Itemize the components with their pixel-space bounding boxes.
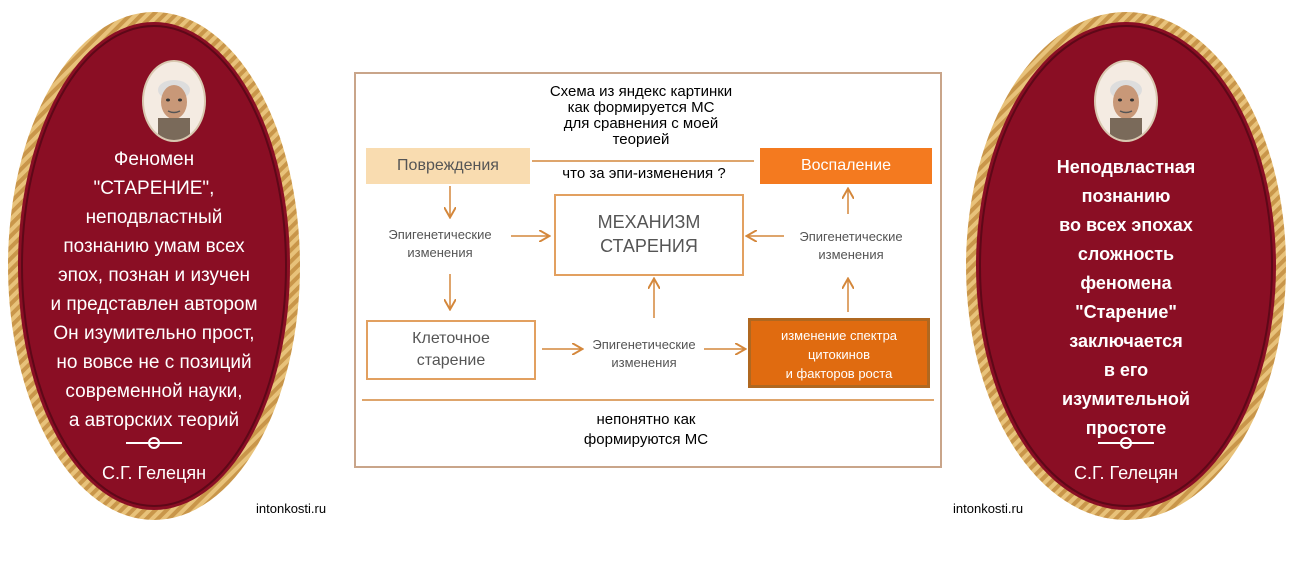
epi-label-right: Эпигенетические изменения	[776, 228, 926, 264]
left-medal: Феномен "СТАРЕНИЕ", неподвластный познан…	[4, 8, 304, 528]
ornament-icon	[126, 437, 182, 449]
ornament-icon	[1098, 437, 1154, 449]
mechanism-text: СТАРЕНИЯ	[600, 236, 698, 256]
diagram-arrows	[362, 160, 934, 401]
left-site-link[interactable]: intonkosti.ru	[256, 501, 327, 516]
left-line: "СТАРЕНИЕ",	[93, 178, 215, 199]
right-medal-text: Неподвластная познанию во всех эпохах сл…	[962, 153, 1290, 443]
inflammation-box: Воспаление	[760, 148, 932, 184]
right-line: простоте	[1085, 418, 1167, 438]
footer-note-line: непонятно как	[596, 411, 696, 428]
right-medal: Неподвластная познанию во всех эпохах сл…	[962, 8, 1290, 528]
epi-text: изменения	[818, 247, 884, 262]
cell-aging-text: старение	[416, 352, 486, 369]
cytokines-text: изменение спектра	[780, 328, 898, 343]
left-medal-text: Феномен "СТАРЕНИЕ", неподвластный познан…	[4, 145, 304, 435]
footer-note-line: формируются МС	[583, 431, 709, 448]
epi-label-bottom: Эпигенетические изменения	[574, 336, 714, 372]
right-medal-frame	[966, 12, 1286, 520]
cell-aging-box: Клеточное старение	[366, 320, 536, 380]
question-note: что за эпи-изменения ?	[562, 165, 726, 182]
left-line: современной науки,	[65, 381, 243, 402]
right-line: изумительной	[1062, 389, 1190, 409]
header-note-line: Схема из яндекс картинки	[549, 83, 733, 100]
epi-text: Эпигенетические	[799, 229, 903, 244]
right-site-link[interactable]: intonkosti.ru	[953, 501, 1024, 516]
header-note-line: для сравнения с моей	[563, 115, 719, 132]
right-line: Неподвластная	[1056, 157, 1196, 177]
left-line: Феномен	[113, 149, 195, 170]
epi-label-left: Эпигенетические изменения	[370, 226, 510, 262]
epi-text: изменения	[407, 245, 473, 260]
left-line: а авторских теорий	[68, 410, 240, 431]
cytokines-box: изменение спектра цитокинов и факторов р…	[748, 318, 930, 388]
epi-text: изменения	[611, 355, 677, 370]
footer-note: непонятно как формируются МС	[516, 410, 776, 450]
cytokines-text: цитокинов	[807, 347, 870, 362]
mechanism-box: МЕХАНИЗМ СТАРЕНИЯ	[554, 194, 744, 276]
portrait-face-icon	[158, 80, 190, 140]
left-line: но вовсе не с позиций	[56, 352, 252, 373]
left-portrait	[142, 60, 206, 142]
aging-mechanism-diagram: Схема из яндекс картинки как формируется…	[354, 72, 942, 468]
header-note: Схема из яндекс картинки как формируется…	[506, 84, 776, 148]
right-line: заключается	[1069, 331, 1183, 351]
epi-text: Эпигенетические	[388, 227, 492, 242]
header-note-line: теорией	[612, 131, 670, 148]
damage-box: Повреждения	[366, 148, 530, 184]
cytokines-text: и факторов роста	[785, 366, 893, 381]
cell-aging-text: Клеточное	[412, 330, 490, 347]
right-line: "Старение"	[1075, 302, 1177, 322]
mechanism-text: МЕХАНИЗМ	[597, 212, 701, 232]
portrait-face-icon	[1110, 80, 1142, 140]
epi-text: Эпигенетические	[592, 337, 696, 352]
header-note-line: как формируется МС	[567, 99, 715, 116]
left-signature: С.Г. Гелецян	[101, 463, 207, 483]
left-line: познанию умам всех	[63, 236, 245, 257]
right-line: феномена	[1080, 273, 1172, 293]
right-line: в его	[1103, 360, 1149, 380]
left-line: эпох, познан и изучен	[57, 265, 251, 286]
left-line: Он изумительно прост,	[53, 323, 255, 344]
right-line: сложность	[1077, 244, 1175, 264]
left-line: неподвластный	[85, 207, 223, 228]
right-line: во всех эпохах	[1059, 215, 1193, 235]
left-line: и представлен автором	[50, 294, 258, 315]
right-portrait	[1094, 60, 1158, 142]
right-line: познанию	[1081, 186, 1171, 206]
right-signature: С.Г. Гелецян	[1073, 463, 1179, 483]
left-medal-frame	[8, 12, 300, 520]
